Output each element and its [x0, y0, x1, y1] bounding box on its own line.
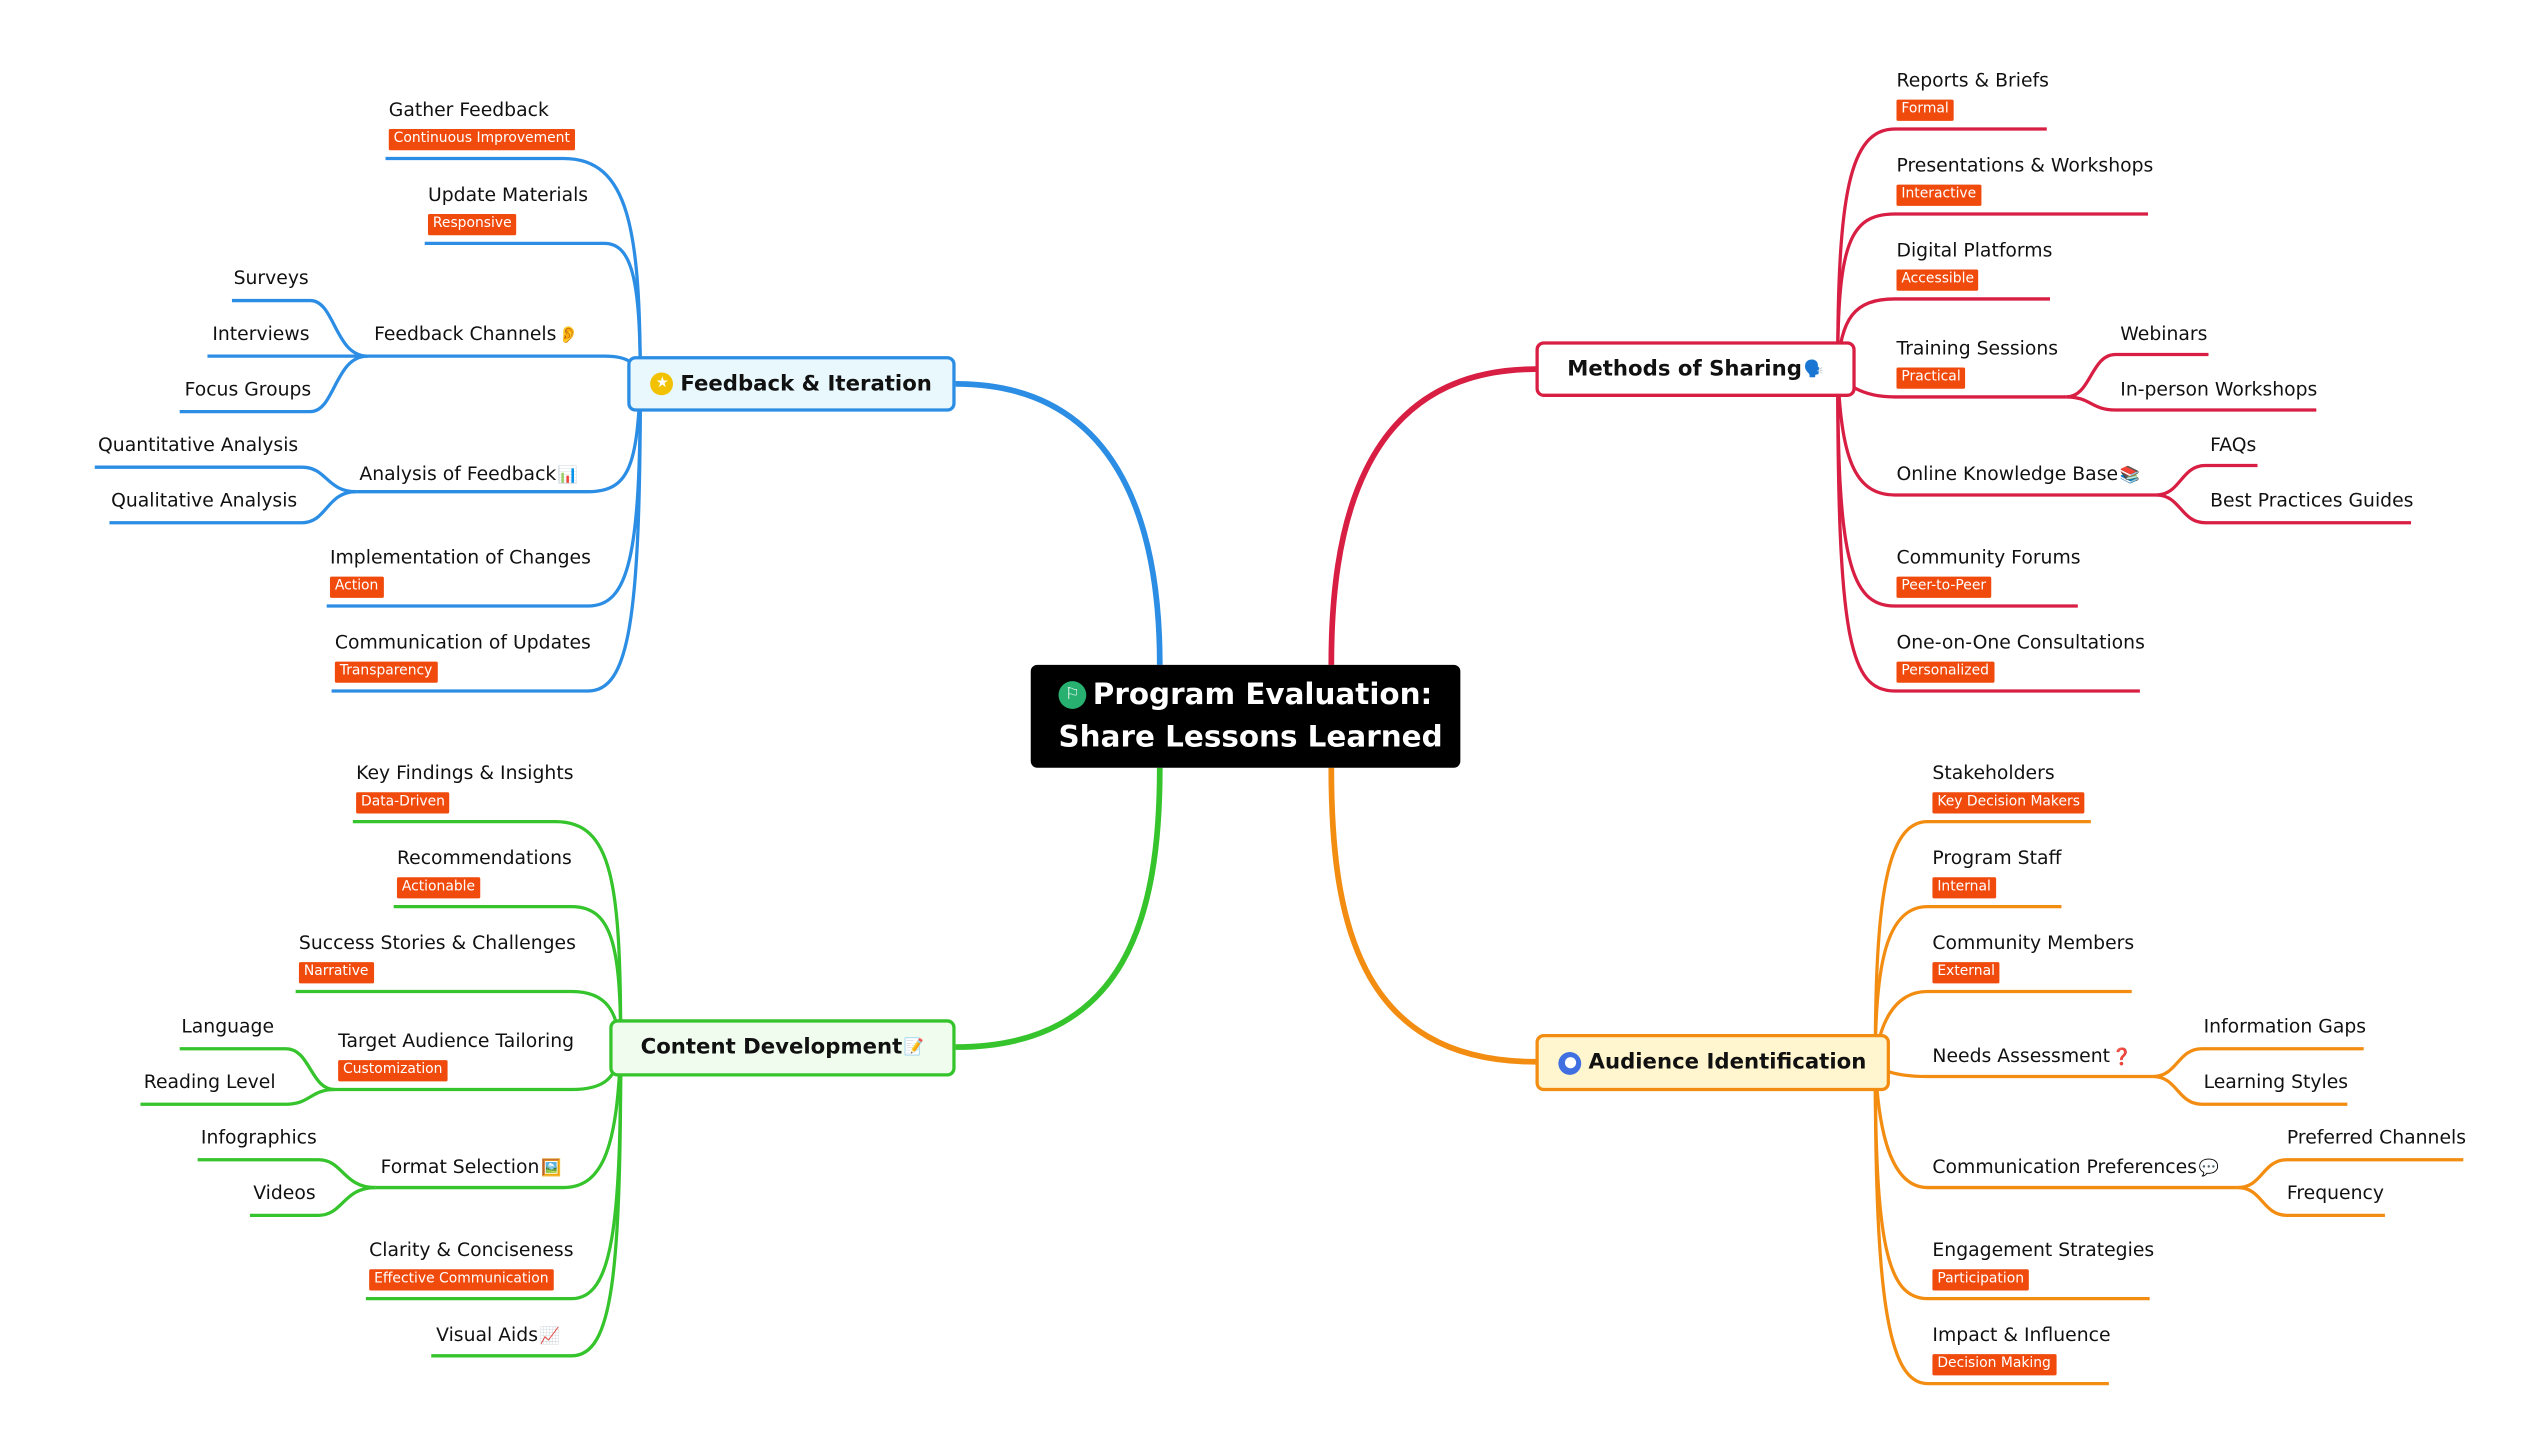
- feedback-channels-label: Feedback Channels: [374, 321, 557, 345]
- tag-action: Action: [329, 576, 384, 598]
- tag-internal: Internal: [1932, 877, 1996, 899]
- node-presentations-workshops[interactable]: Presentations & Workshops: [1896, 153, 2154, 177]
- branch-feedback-title: Feedback & Iteration: [680, 371, 932, 397]
- branch-feedback-iteration[interactable]: ★ Feedback & Iteration: [627, 356, 956, 412]
- analysis-feedback-label: Analysis of Feedback: [359, 462, 557, 486]
- node-reading-level[interactable]: Reading Level: [143, 1069, 276, 1093]
- person-icon: ●: [1559, 1051, 1582, 1075]
- speaking-head-icon: 🗣️: [1803, 360, 1824, 379]
- node-training-sessions[interactable]: Training Sessions: [1896, 336, 2059, 360]
- branch-methods-sharing[interactable]: Methods of Sharing🗣️: [1535, 341, 1856, 397]
- node-success-stories[interactable]: Success Stories & Challenges: [298, 931, 576, 954]
- tag-participation: Participation: [1932, 1269, 2029, 1291]
- tag-decision-making: Decision Making: [1932, 1354, 2056, 1376]
- tag-effective-communication: Effective Communication: [369, 1269, 554, 1291]
- node-information-gaps[interactable]: Information Gaps: [2203, 1014, 2367, 1038]
- node-program-staff[interactable]: Program Staff: [1932, 846, 2062, 870]
- tag-formal: Formal: [1896, 99, 1954, 121]
- node-preferred-channels[interactable]: Preferred Channels: [2286, 1125, 2467, 1149]
- node-community-members[interactable]: Community Members: [1932, 931, 2135, 954]
- node-infographics[interactable]: Infographics: [200, 1125, 317, 1149]
- node-language[interactable]: Language: [181, 1014, 275, 1038]
- node-faqs[interactable]: FAQs: [2210, 432, 2257, 456]
- node-interviews[interactable]: Interviews: [212, 321, 310, 345]
- node-format-selection[interactable]: Format Selection🖼️: [381, 1155, 562, 1181]
- node-online-knowledge-base[interactable]: Online Knowledge Base📚: [1896, 462, 2140, 488]
- node-in-person-workshops[interactable]: In-person Workshops: [2120, 377, 2318, 401]
- node-qualitative-analysis[interactable]: Qualitative Analysis: [111, 488, 298, 512]
- node-feedback-channels[interactable]: Feedback Channels👂: [374, 322, 578, 348]
- node-videos[interactable]: Videos: [253, 1181, 316, 1204]
- node-key-findings[interactable]: Key Findings & Insights: [356, 761, 574, 785]
- bar-chart-icon: 📊: [557, 467, 579, 486]
- node-quantitative-analysis[interactable]: Quantitative Analysis: [98, 432, 299, 456]
- star-icon: ★: [650, 372, 674, 396]
- tag-narrative: Narrative: [298, 962, 374, 984]
- tag-personalized: Personalized: [1896, 661, 1994, 683]
- node-recommendations[interactable]: Recommendations: [396, 846, 572, 870]
- tag-actionable: Actionable: [396, 877, 480, 899]
- node-visual-aids[interactable]: Visual Aids📈: [436, 1323, 560, 1349]
- branch-audience-title: Audience Identification: [1588, 1050, 1867, 1075]
- needs-assessment-label: Needs Assessment: [1932, 1043, 2110, 1067]
- tag-practical: Practical: [1896, 367, 1966, 389]
- visual-aids-label: Visual Aids: [436, 1323, 538, 1347]
- node-best-practices-guides[interactable]: Best Practices Guides: [2210, 488, 2414, 512]
- node-communication-preferences[interactable]: Communication Preferences💬: [1932, 1155, 2219, 1181]
- node-clarity-conciseness[interactable]: Clarity & Conciseness: [369, 1238, 574, 1262]
- tag-peer-to-peer: Peer-to-Peer: [1896, 576, 1991, 598]
- chart-increasing-icon: 📈: [539, 1328, 560, 1347]
- question-mark-icon: ❓: [2111, 1048, 2132, 1067]
- node-needs-assessment[interactable]: Needs Assessment❓: [1932, 1044, 2132, 1070]
- node-communication-updates[interactable]: Communication of Updates: [334, 630, 591, 654]
- branch-audience-identification[interactable]: ● Audience Identification: [1535, 1034, 1890, 1092]
- memo-icon: 📝: [903, 1038, 925, 1057]
- framed-picture-icon: 🖼️: [540, 1159, 562, 1178]
- root-topic[interactable]: ⚐Program Evaluation: Share Lessons Learn…: [1030, 664, 1461, 768]
- node-update-materials[interactable]: Update Materials: [427, 182, 589, 206]
- node-learning-styles[interactable]: Learning Styles: [2203, 1069, 2349, 1093]
- tag-customization: Customization: [338, 1060, 448, 1082]
- tag-responsive: Responsive: [427, 213, 517, 236]
- tag-external: External: [1932, 962, 2000, 984]
- node-engagement-strategies[interactable]: Engagement Strategies: [1932, 1238, 2155, 1262]
- node-impact-influence[interactable]: Impact & Influence: [1932, 1323, 2111, 1347]
- format-selection-label: Format Selection: [380, 1154, 540, 1178]
- ear-icon: 👂: [558, 326, 579, 345]
- books-icon: 📚: [2119, 467, 2141, 486]
- tag-data-driven: Data-Driven: [356, 792, 450, 814]
- node-gather-feedback[interactable]: Gather Feedback: [388, 98, 549, 121]
- node-focus-groups[interactable]: Focus Groups: [184, 377, 312, 401]
- tag-transparency: Transparency: [334, 661, 438, 683]
- tag-key-decision-makers: Key Decision Makers: [1932, 792, 2085, 814]
- flag-icon: ⚐: [1058, 681, 1087, 709]
- branch-sharing-title: Methods of Sharing: [1567, 356, 1802, 382]
- node-digital-platforms[interactable]: Digital Platforms: [1896, 238, 2053, 262]
- tag-accessible: Accessible: [1896, 269, 1979, 291]
- node-community-forums[interactable]: Community Forums: [1896, 545, 2081, 569]
- knowledge-base-label: Online Knowledge Base: [1896, 462, 2119, 486]
- branch-content-development[interactable]: Content Development📝: [609, 1019, 956, 1077]
- node-surveys[interactable]: Surveys: [233, 266, 309, 290]
- node-one-on-one-consultations[interactable]: One-on-One Consultations: [1896, 630, 2145, 654]
- speech-balloon-icon: 💬: [2198, 1159, 2219, 1178]
- root-title-line2: Share Lessons Learned: [1058, 719, 1443, 754]
- communication-preferences-label: Communication Preferences: [1932, 1154, 2197, 1178]
- node-frequency[interactable]: Frequency: [2286, 1181, 2384, 1204]
- tag-interactive: Interactive: [1896, 184, 1982, 206]
- node-analysis-feedback[interactable]: Analysis of Feedback📊: [359, 462, 578, 488]
- node-stakeholders[interactable]: Stakeholders: [1932, 761, 2055, 785]
- branch-content-title: Content Development: [640, 1035, 903, 1061]
- node-reports-briefs[interactable]: Reports & Briefs: [1896, 68, 2049, 92]
- node-implementation-changes[interactable]: Implementation of Changes: [329, 545, 591, 569]
- tag-continuous-improvement: Continuous Improvement: [388, 129, 575, 151]
- node-webinars[interactable]: Webinars: [2120, 321, 2208, 345]
- node-target-audience-tailoring[interactable]: Target Audience Tailoring: [338, 1029, 575, 1052]
- root-title-line1: Program Evaluation:: [1092, 677, 1433, 712]
